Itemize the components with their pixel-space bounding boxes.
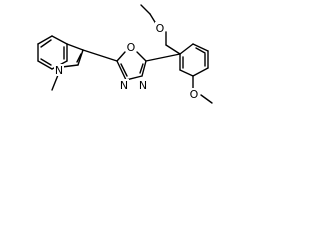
indole-pyrrole-ring [61,43,84,68]
indole-n-label: N [55,64,63,77]
atom-oxadiazole-n4: N [138,79,148,92]
atom-oxadiazole-n3: N [119,79,129,92]
oxadiazole-n3-label: N [120,79,128,92]
methoxy-bottom-methyl-bond [200,94,213,104]
ring-oxygen-label: O [127,41,136,54]
atom-methoxy-o-bottom: O [189,88,199,101]
dimethoxyphenyl-ring [165,31,209,77]
oxadiazole-aryl-bond [145,53,181,62]
methoxy-o-bottom-label: O [190,88,199,101]
atom-ring-oxygen: O [126,41,136,54]
structure-canvas: O N N N O O [0,0,242,148]
n-methyl-bond [51,74,59,91]
methoxy-o-top-label: O [156,22,165,35]
indole-benzene-ring [37,35,68,70]
molecule-structure: O N N N O O [37,4,213,104]
atom-methoxy-o-top: O [155,22,165,35]
methoxy-top-methyl-bond [140,4,151,15]
oxadiazole-ring [116,51,147,81]
oxadiazole-n4-label: N [139,79,147,92]
atom-indole-n: N [54,64,64,77]
indole-oxadiazole-bond [82,49,118,62]
